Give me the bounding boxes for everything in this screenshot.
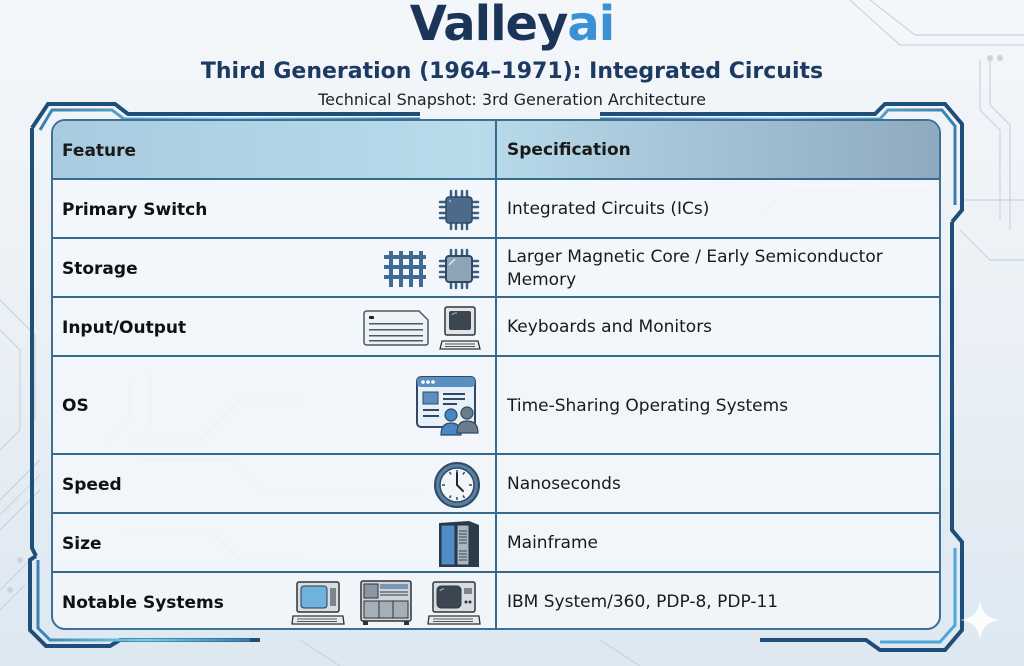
table-row: OS Time-Sharing Operating Systems [53,355,939,455]
page-title: Third Generation (1964–1971): Integrated… [200,59,824,84]
feature-label: Size [62,533,102,554]
spec-value: Mainframe [507,533,598,553]
feature-icons [437,188,481,232]
feature-icons [433,461,481,509]
feature-label: Input/Output [62,317,187,338]
spec-value: IBM System/360, PDP-8, PDP-11 [507,592,779,612]
feature-icons [361,305,481,351]
feature-cell: Notable Systems [53,573,497,628]
feature-cell: Input/Output [53,298,497,357]
header-spec-cell: Specification [497,121,939,180]
spec-cell: Keyboards and Monitors [497,298,939,357]
spec-value: Nanoseconds [507,474,621,494]
keyboard-icon [363,309,429,346]
table-row: Speed Nanoseconds [53,453,939,514]
header-feature-cell: Feature [53,121,497,180]
table-row: Size Mainframe [53,512,939,573]
table-row: Input/Output Keyboards [53,296,939,357]
column-header-specification: Specification [507,140,631,160]
logo-accent-text: ai [567,0,615,52]
sparkle-icon [960,600,1000,640]
spec-value: Integrated Circuits (ICs) [507,199,710,219]
feature-label: Primary Switch [62,199,208,220]
table-row: Primary Switch Integrated Circuits (ICs) [53,178,939,239]
feature-label: OS [62,396,89,416]
spec-cell: Larger Magnetic Core / Early Semiconduct… [497,239,939,298]
feature-label: Storage [62,258,138,279]
spec-table: Feature Specification Primary Switch Int… [51,119,941,630]
logo-main-text: Valley [409,0,569,52]
monitor-terminal-icon [439,305,481,350]
feature-icons [381,247,481,291]
feature-cell: OS [53,357,497,455]
feature-cell: Speed [53,455,497,514]
minicomputer-cabinet-icon [360,579,412,625]
spec-cell: Nanoseconds [497,455,939,514]
spec-value: Larger Magnetic Core / Early Semiconduct… [507,246,883,290]
feature-cell: Size [53,514,497,573]
spec-cell: Mainframe [497,514,939,573]
magnetic-core-grid-icon [384,250,426,287]
table-header-row: Feature Specification [53,121,939,180]
page-subtitle: Technical Snapshot: 3rd Generation Archi… [318,90,706,109]
feature-label: Notable Systems [62,592,224,613]
spec-cell: Integrated Circuits (ICs) [497,180,939,239]
spec-value: Keyboards and Monitors [507,317,713,337]
mainframe-cabinet-icon [439,520,479,567]
spec-value: Time-Sharing Operating Systems [507,395,789,416]
brand-logo: Valleyai [0,0,1024,52]
feature-cell: Primary Switch [53,180,497,239]
clock-icon [434,461,480,508]
spec-cell: Time-Sharing Operating Systems [497,357,939,455]
table-row: Storage Larger Magnetic Core / Early Sem… [53,237,939,298]
feature-icons [435,519,481,569]
feature-icons [415,375,481,437]
terminal-computer-icon [291,580,345,625]
feature-cell: Storage [53,239,497,298]
os-window-users-icon [416,376,479,436]
feature-label: Speed [62,474,122,495]
feature-icons [291,579,481,627]
memory-chip-icon [438,248,480,289]
spec-cell: IBM System/360, PDP-8, PDP-11 [497,573,939,628]
column-header-feature: Feature [62,140,137,161]
ic-chip-icon [438,189,480,230]
table-row: Notable Systems [53,571,939,628]
retro-computer-icon [427,580,481,625]
